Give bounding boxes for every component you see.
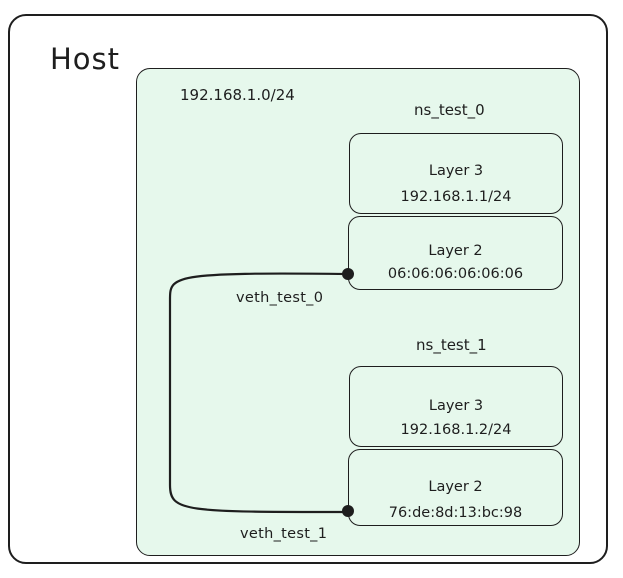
layer3-box-0: Layer 3 192.168.1.1/24 [349, 133, 563, 214]
layer2-title-1: Layer 2 [428, 479, 483, 495]
layer2-mac-1: 76:de:8d:13:bc:98 [388, 505, 523, 521]
layer3-title-0: Layer 3 [428, 163, 484, 179]
layer2-title-0: Layer 2 [428, 243, 483, 259]
subnet-label: 192.168.1.0/24 [180, 86, 295, 104]
layer2-mac-0: 06:06:06:06:06:06 [387, 266, 524, 282]
layer3-title-1: Layer 3 [428, 398, 484, 414]
veth-label-0: veth_test_0 [236, 290, 324, 306]
namespace-label-0: ns_test_0 [414, 101, 485, 119]
layer2-box-0: Layer 2 06:06:06:06:06:06 [348, 216, 563, 290]
layer3-box-1: Layer 3 192.168.1.2/24 [349, 366, 563, 447]
namespace-label-1: ns_test_1 [416, 336, 487, 354]
layer2-box-1: Layer 2 76:de:8d:13:bc:98 [348, 449, 563, 526]
veth-label-1: veth_test_1 [240, 526, 328, 542]
layer3-address-0: 192.168.1.1/24 [400, 189, 512, 205]
layer3-address-1: 192.168.1.2/24 [400, 422, 512, 438]
host-label: Host [50, 42, 121, 76]
